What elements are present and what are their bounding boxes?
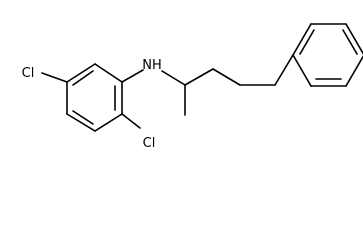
chlorine-label-left: Cl — [22, 66, 35, 81]
ring-bond-inner — [72, 70, 94, 86]
ring-bond — [66, 113, 96, 132]
dichlorophenyl-ring — [66, 63, 123, 132]
nitrogen-label: NH — [142, 58, 162, 73]
c-cl-bond-left — [41, 72, 68, 83]
c-cl-bond-bottom — [121, 113, 141, 129]
phenyl-ring — [292, 23, 363, 87]
ring-bond-inner — [299, 29, 315, 55]
ring-bond — [345, 23, 363, 55]
ring-bond — [66, 63, 96, 83]
chain-bond — [212, 68, 241, 86]
ring-bond — [292, 23, 312, 56]
ring-bond — [94, 63, 123, 83]
chain-to-phenyl-bond — [274, 54, 294, 86]
chlorine-label-bottom: Cl — [143, 136, 156, 151]
ring-bond-inner — [72, 110, 94, 125]
c-n-bond — [121, 69, 144, 83]
ring-bond — [94, 113, 123, 132]
molecule-diagram: Cl Cl NH — [22, 23, 363, 151]
chain-bond — [184, 68, 214, 86]
ring-bond — [292, 54, 312, 87]
ring-bond — [345, 55, 363, 87]
structure-canvas: Cl Cl NH — [22, 23, 363, 151]
ring-bond-inner — [342, 29, 358, 55]
n-c-bond — [161, 70, 186, 86]
